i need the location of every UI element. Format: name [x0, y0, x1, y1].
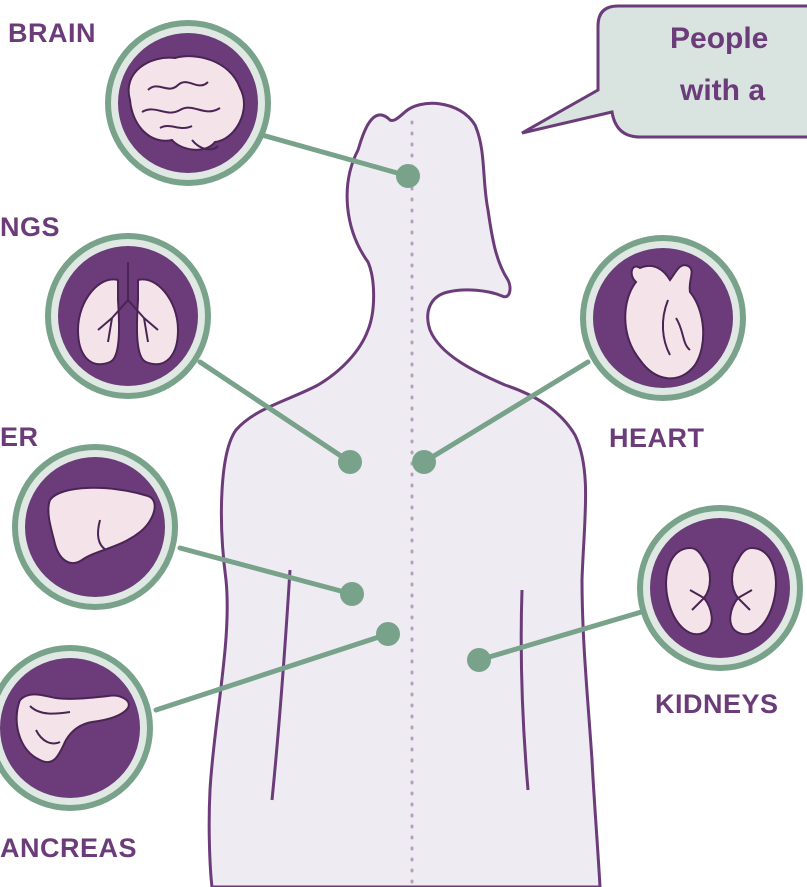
- pancreas-badge: [0, 648, 150, 808]
- liver-label: ER: [0, 422, 39, 452]
- liver-badge: [15, 447, 175, 607]
- bubble-line-2: with a: [679, 74, 765, 107]
- brain-label: BRAIN: [8, 18, 96, 48]
- speech-bubble: People with a: [522, 6, 807, 137]
- body-silhouette: [209, 103, 600, 887]
- lungs-label: NGS: [0, 212, 60, 242]
- dot-heart: [412, 450, 436, 474]
- heart-label: HEART: [609, 423, 705, 453]
- kidneys-badge: [640, 508, 800, 668]
- dot-brain: [396, 164, 420, 188]
- brain-badge: [108, 23, 268, 183]
- dot-lungs: [338, 450, 362, 474]
- kidneys-label: KIDNEYS: [655, 689, 779, 719]
- dot-liver: [340, 582, 364, 606]
- pancreas-label: ANCREAS: [0, 833, 137, 863]
- lungs-badge: [48, 236, 208, 396]
- dot-kidneys: [467, 648, 491, 672]
- bubble-line-1: People: [670, 22, 768, 55]
- dot-pancreas: [376, 622, 400, 646]
- heart-badge: [583, 238, 743, 398]
